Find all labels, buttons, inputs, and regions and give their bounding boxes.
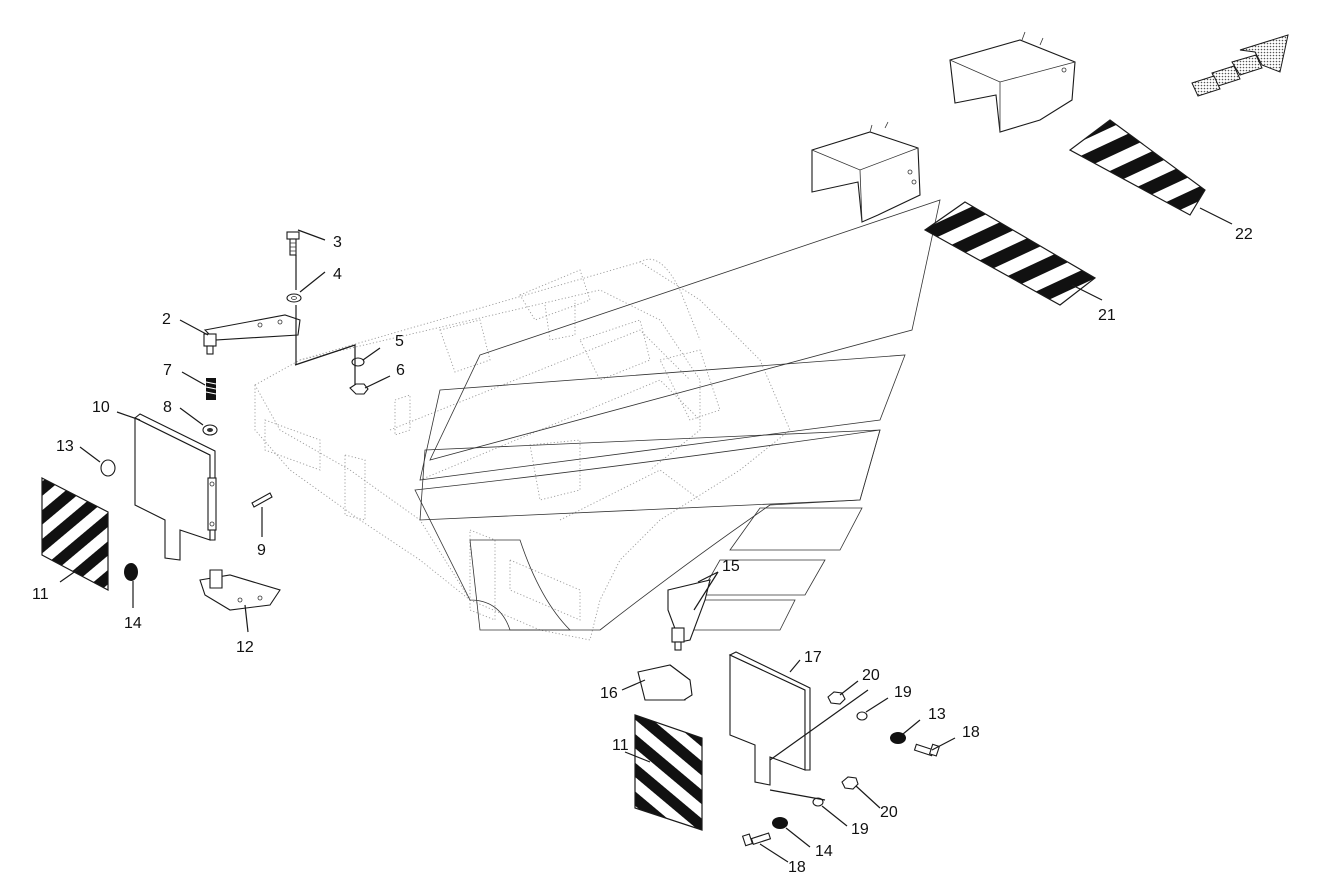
cover-bracket-large <box>949 31 1076 133</box>
reflector-part-13-left <box>100 459 116 477</box>
callout-10: 10 <box>92 399 110 416</box>
bolt-part-18-upper <box>913 743 941 757</box>
nut-part-20-lower <box>841 776 859 790</box>
reflector-part-14-right <box>772 817 788 829</box>
callout-18-lower: 18 <box>788 859 806 876</box>
reflector-part-14-left <box>124 563 138 581</box>
callout-14-left: 14 <box>124 615 142 632</box>
plate-part-17 <box>728 651 811 786</box>
callout-18-upper: 18 <box>962 724 980 741</box>
callout-14-right: 14 <box>815 843 833 860</box>
callout-4: 4 <box>333 266 342 283</box>
callout-16: 16 <box>600 685 618 702</box>
direction-arrow-decal <box>1191 34 1289 97</box>
callout-17: 17 <box>804 649 822 666</box>
bracket-part-15 <box>667 579 711 651</box>
striped-plate-part-11-left <box>41 477 109 591</box>
callout-3: 3 <box>333 234 342 251</box>
callout-20-upper: 20 <box>862 667 880 684</box>
plate-part-10 <box>133 413 217 561</box>
bolt-part-3 <box>286 231 300 256</box>
callout-12: 12 <box>236 639 254 656</box>
bracket-part-12 <box>199 569 281 611</box>
bolt-part-18-lower <box>741 832 772 847</box>
callout-20-lower: 20 <box>880 804 898 821</box>
callout-11-right: 11 <box>612 737 629 754</box>
washer-part-19-lower <box>812 797 824 807</box>
callout-13-right: 13 <box>928 706 946 723</box>
callout-2: 2 <box>162 311 171 328</box>
callout-22: 22 <box>1235 226 1253 243</box>
callout-19-upper: 19 <box>894 684 912 701</box>
callout-8: 8 <box>163 399 172 416</box>
callout-labels: 3 4 2 5 6 7 8 10 13 9 11 14 12 15 17 20 … <box>32 226 1253 876</box>
callout-13-left: 13 <box>56 438 74 455</box>
striped-plate-part-11-right <box>634 714 703 831</box>
washer-part-5 <box>351 357 365 367</box>
callout-11-left: 11 <box>32 586 49 603</box>
washer-part-8 <box>202 424 218 436</box>
callout-6: 6 <box>396 362 405 379</box>
callout-9: 9 <box>257 542 266 559</box>
callout-7: 7 <box>163 362 172 379</box>
striped-panel-21 <box>923 201 1097 306</box>
callout-19-lower: 19 <box>851 821 869 838</box>
leader-lines <box>59 207 1233 863</box>
pin-part-9 <box>251 492 273 508</box>
bracket-part-16 <box>637 664 693 701</box>
nut-part-6 <box>349 383 369 395</box>
washer-part-4 <box>286 293 302 303</box>
callout-21: 21 <box>1098 307 1116 324</box>
callout-15: 15 <box>722 558 740 575</box>
cover-bracket-small <box>811 121 921 223</box>
striped-panel-22 <box>1068 119 1206 216</box>
spring-part-7 <box>205 378 217 400</box>
lever-part-2 <box>203 314 301 355</box>
reflector-part-13-right <box>890 732 906 744</box>
washer-part-19-upper <box>856 711 868 721</box>
callout-5: 5 <box>395 333 404 350</box>
marking-outline-shapes <box>414 199 941 631</box>
